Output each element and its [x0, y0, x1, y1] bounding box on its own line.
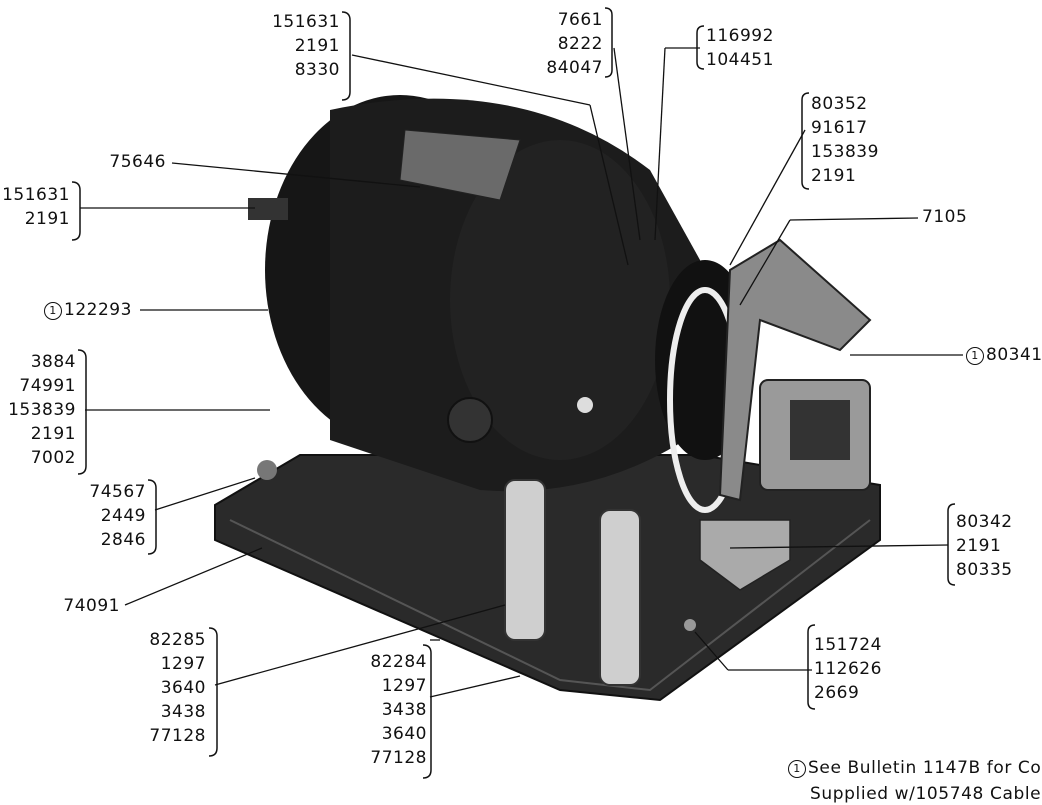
callout-7105: 7105 — [922, 205, 967, 229]
part-number: 116992 — [706, 26, 774, 46]
part-number: 122293 — [64, 300, 132, 320]
footnote-line-1: See Bulletin 1147B for Co — [808, 758, 1042, 778]
part-number: 3438 — [381, 700, 427, 720]
part-number: 2191 — [956, 536, 1002, 556]
footnote-line-2: Supplied w/105748 Cable — [810, 784, 1042, 804]
callout-151631-2191-8330: 151631 2191 8330 — [272, 10, 340, 82]
callout-74567: 74567 2449 2846 — [89, 480, 146, 552]
part-number: 80335 — [956, 560, 1013, 580]
part-number: 84047 — [546, 58, 603, 78]
part-number: 151631 — [272, 12, 340, 32]
part-number: 2846 — [100, 530, 146, 550]
part-number: 2191 — [294, 36, 340, 56]
part-number: 1297 — [381, 676, 427, 696]
part-number: 80352 — [811, 94, 868, 114]
part-number: 74091 — [63, 596, 120, 616]
part-number: 1297 — [160, 654, 206, 674]
part-number: 80342 — [956, 512, 1013, 532]
part-number: 2669 — [814, 683, 860, 703]
callout-3884: 3884 74991 153839 2191 7002 — [8, 350, 76, 470]
part-number: 151631 — [2, 185, 70, 205]
circled-note-marker: 1 — [966, 347, 984, 365]
circled-note-marker: 1 — [44, 302, 62, 320]
callout-82285: 82285 1297 3640 3438 77128 — [149, 628, 206, 748]
part-number: 3438 — [160, 702, 206, 722]
part-number: 2191 — [30, 424, 76, 444]
part-number: 7661 — [557, 10, 603, 30]
part-number: 104451 — [706, 50, 774, 70]
callout-80342: 80342 2191 80335 — [956, 510, 1013, 582]
part-number: 2191 — [811, 166, 857, 186]
part-number: 153839 — [811, 142, 879, 162]
part-number: 7105 — [922, 207, 968, 227]
part-number: 7002 — [30, 448, 76, 468]
callout-151724: 151724 112626 2669 — [814, 633, 882, 705]
part-number: 2191 — [24, 209, 70, 229]
part-number: 8222 — [557, 34, 603, 54]
callout-151631-2191: 151631 2191 — [2, 183, 70, 231]
part-number: 77128 — [370, 748, 427, 768]
part-number: 75646 — [109, 152, 166, 172]
callout-82284: 82284 1297 3438 3640 77128 — [370, 650, 427, 770]
part-number: 77128 — [149, 726, 206, 746]
brackets — [71, 7, 956, 779]
part-number: 91617 — [811, 118, 868, 138]
leader-lines — [80, 47, 963, 698]
part-number: 112626 — [814, 659, 882, 679]
callout-74091: 74091 — [63, 594, 120, 618]
callout-7661: 7661 8222 84047 — [546, 8, 603, 80]
callout-80352: 80352 91617 153839 2191 — [811, 92, 879, 188]
part-number: 80341 — [986, 345, 1042, 365]
part-number: 153839 — [8, 400, 76, 420]
part-number: 8330 — [294, 60, 340, 80]
part-number: 74991 — [19, 376, 76, 396]
circled-note-marker: 1 — [788, 760, 806, 778]
part-number: 3640 — [381, 724, 427, 744]
part-number: 82285 — [149, 630, 206, 650]
part-number: 3640 — [160, 678, 206, 698]
callout-116992: 116992 104451 — [706, 24, 774, 72]
part-number: 151724 — [814, 635, 882, 655]
part-number: 3884 — [30, 352, 76, 372]
callout-75646: 75646 — [109, 150, 166, 174]
part-number: 2449 — [100, 506, 146, 526]
part-number: 82284 — [370, 652, 427, 672]
part-number: 74567 — [89, 482, 146, 502]
